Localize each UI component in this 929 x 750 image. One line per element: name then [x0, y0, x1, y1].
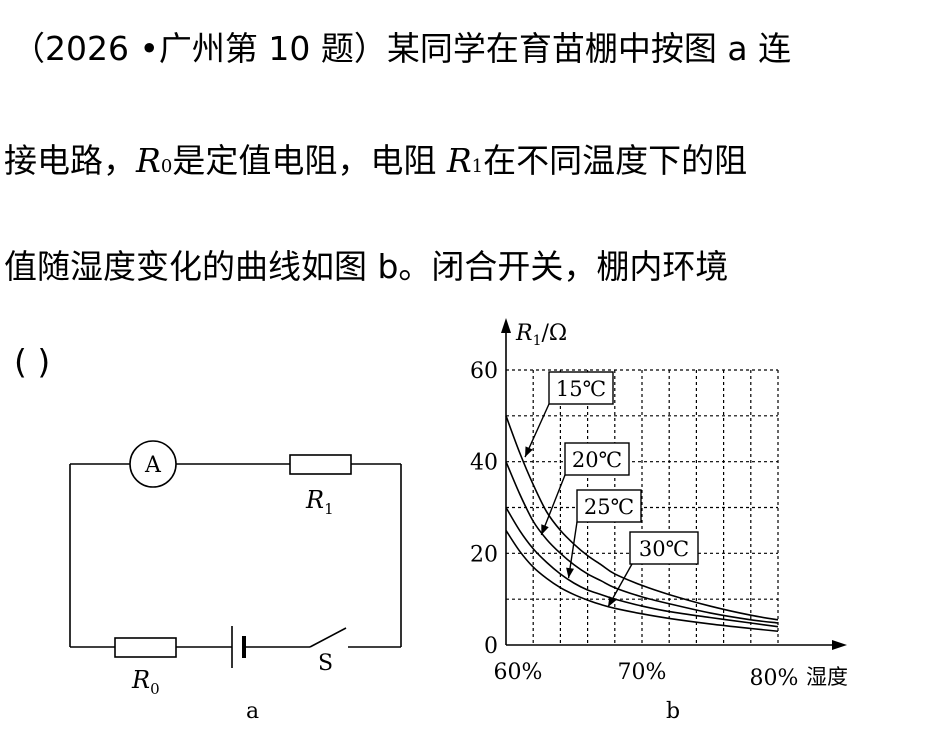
y-tick-label: 20 — [470, 542, 498, 567]
y-tick-label: 40 — [470, 451, 498, 476]
r0-letter: R — [136, 141, 161, 180]
r1-letter: R — [446, 141, 472, 180]
series-label: 25℃ — [584, 495, 634, 519]
series-curve-0 — [505, 415, 779, 621]
ammeter-label: A — [144, 453, 162, 478]
series-label: 15℃ — [556, 377, 606, 401]
callout-arrow-head — [525, 446, 533, 458]
r0-resistor-label: R0 — [131, 666, 160, 698]
question-line-3-text: 值随湿度变化的曲线如图 b。闭合开关，棚内环境 — [4, 247, 729, 286]
switch-lever — [309, 627, 347, 648]
ammeter-symbol — [129, 440, 177, 488]
series-curve-1 — [505, 461, 779, 624]
callout-arrow-head — [608, 596, 617, 607]
series-label-box — [629, 531, 699, 565]
x-tick-label: 70% — [618, 660, 667, 685]
series-label-box — [564, 442, 630, 476]
x-tick-label: 80% — [750, 666, 799, 691]
switch-label: S — [318, 651, 333, 676]
diagram-a-caption: a — [246, 699, 259, 724]
r1-symbol: R1 — [447, 141, 483, 180]
series-curve-2 — [505, 507, 779, 628]
r1-resistor — [289, 454, 352, 475]
question-line-2-part-2: 是定值电阻，电阻 — [172, 141, 447, 180]
r1-resistor-label: R1 — [305, 486, 334, 518]
x-tick-label: 60% — [494, 660, 543, 685]
y-axis-label: R1/Ω — [515, 321, 567, 349]
series-label: 30℃ — [639, 537, 689, 561]
question-line-1: （2026 •广州第 10 题）某同学在育苗棚中按图 a 连 — [12, 22, 791, 70]
series-label-box — [576, 489, 642, 523]
question-line-2-part-3: 在不同温度下的阻 — [483, 141, 748, 180]
answer-blank: ( ) — [14, 342, 51, 381]
r1-subscript: 1 — [471, 156, 484, 177]
callout-arrow-line — [540, 474, 566, 536]
r0-resistor — [114, 637, 177, 658]
series-curve-3 — [505, 529, 779, 633]
question-line-2-part-1: 接电路， — [4, 141, 136, 180]
callout-arrow-head — [566, 567, 575, 579]
question-line-1-text: （2026 •广州第 10 题）某同学在育苗棚中按图 a 连 — [12, 29, 792, 68]
question-line-2: 接电路，R0是定值电阻，电阻 R1在不同温度下的阻 — [4, 134, 747, 182]
chart-grid — [506, 369, 779, 645]
callout-arrow-head — [541, 524, 549, 535]
r0-symbol: R0 — [136, 141, 172, 180]
series-label: 20℃ — [572, 448, 622, 472]
series-label-box — [548, 371, 614, 405]
y-tick-label: 60 — [470, 359, 498, 384]
x-axis-label: 湿度 — [806, 665, 848, 689]
r0-subscript: 0 — [160, 156, 173, 177]
chart-axes — [501, 318, 847, 650]
chart-b-caption: b — [666, 699, 680, 724]
y-tick-label: 0 — [484, 634, 498, 659]
question-line-3: 值随湿度变化的曲线如图 b。闭合开关，棚内环境 — [4, 240, 728, 288]
